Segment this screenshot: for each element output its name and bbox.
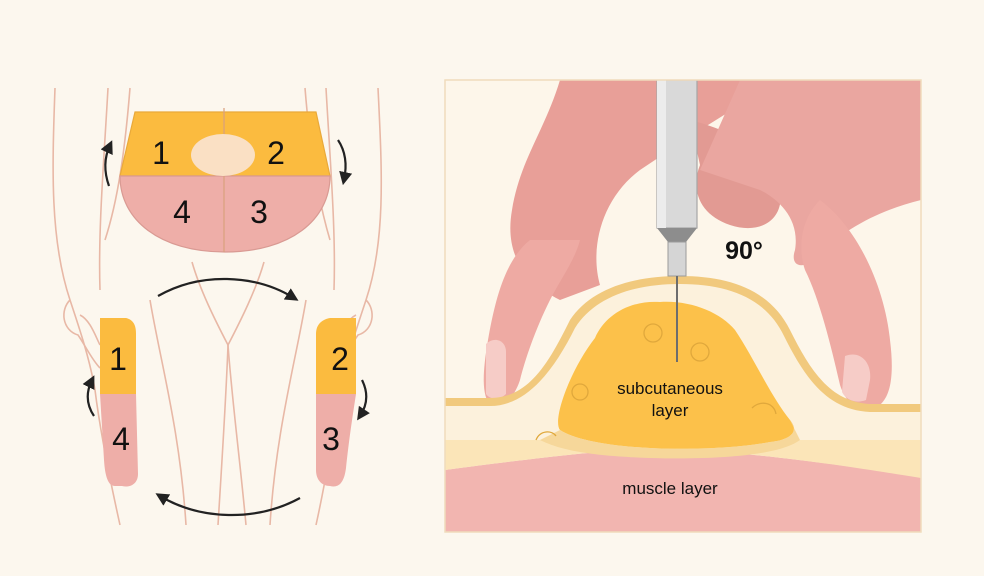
right-finger <box>801 200 892 411</box>
muscle-layer <box>445 448 921 532</box>
abdomen-zone-1: 1 <box>152 135 170 171</box>
subcutaneous-label-line1: subcutaneous <box>617 379 723 398</box>
right-thigh-zone-3: 3 <box>322 421 340 457</box>
abdomen-zone-3: 3 <box>250 194 268 230</box>
left-thigh-zones: 1 4 <box>100 318 138 487</box>
syringe-needle-icon <box>656 80 698 362</box>
muscle-layer-label: muscle layer <box>622 479 718 498</box>
navel-area <box>191 134 255 176</box>
abdomen-zones: 1 2 3 4 <box>119 108 331 253</box>
right-thigh-zones: 2 3 <box>316 318 356 487</box>
left-thigh-zone-1: 1 <box>109 341 127 377</box>
left-finger <box>483 240 580 406</box>
angle-label: 90° <box>725 237 763 265</box>
subcutaneous-fat <box>558 301 794 449</box>
right-thigh-zone-2: 2 <box>331 341 349 377</box>
injection-cross-section: 90° subcutaneous layer muscle layer <box>444 79 922 533</box>
rotation-arrow-icon <box>82 139 370 517</box>
abdomen-zone-4: 4 <box>173 194 191 230</box>
subcutaneous-label-line2: layer <box>652 401 689 420</box>
left-thigh-zone-4: 4 <box>112 421 130 457</box>
abdomen-zone-2: 2 <box>267 135 285 171</box>
